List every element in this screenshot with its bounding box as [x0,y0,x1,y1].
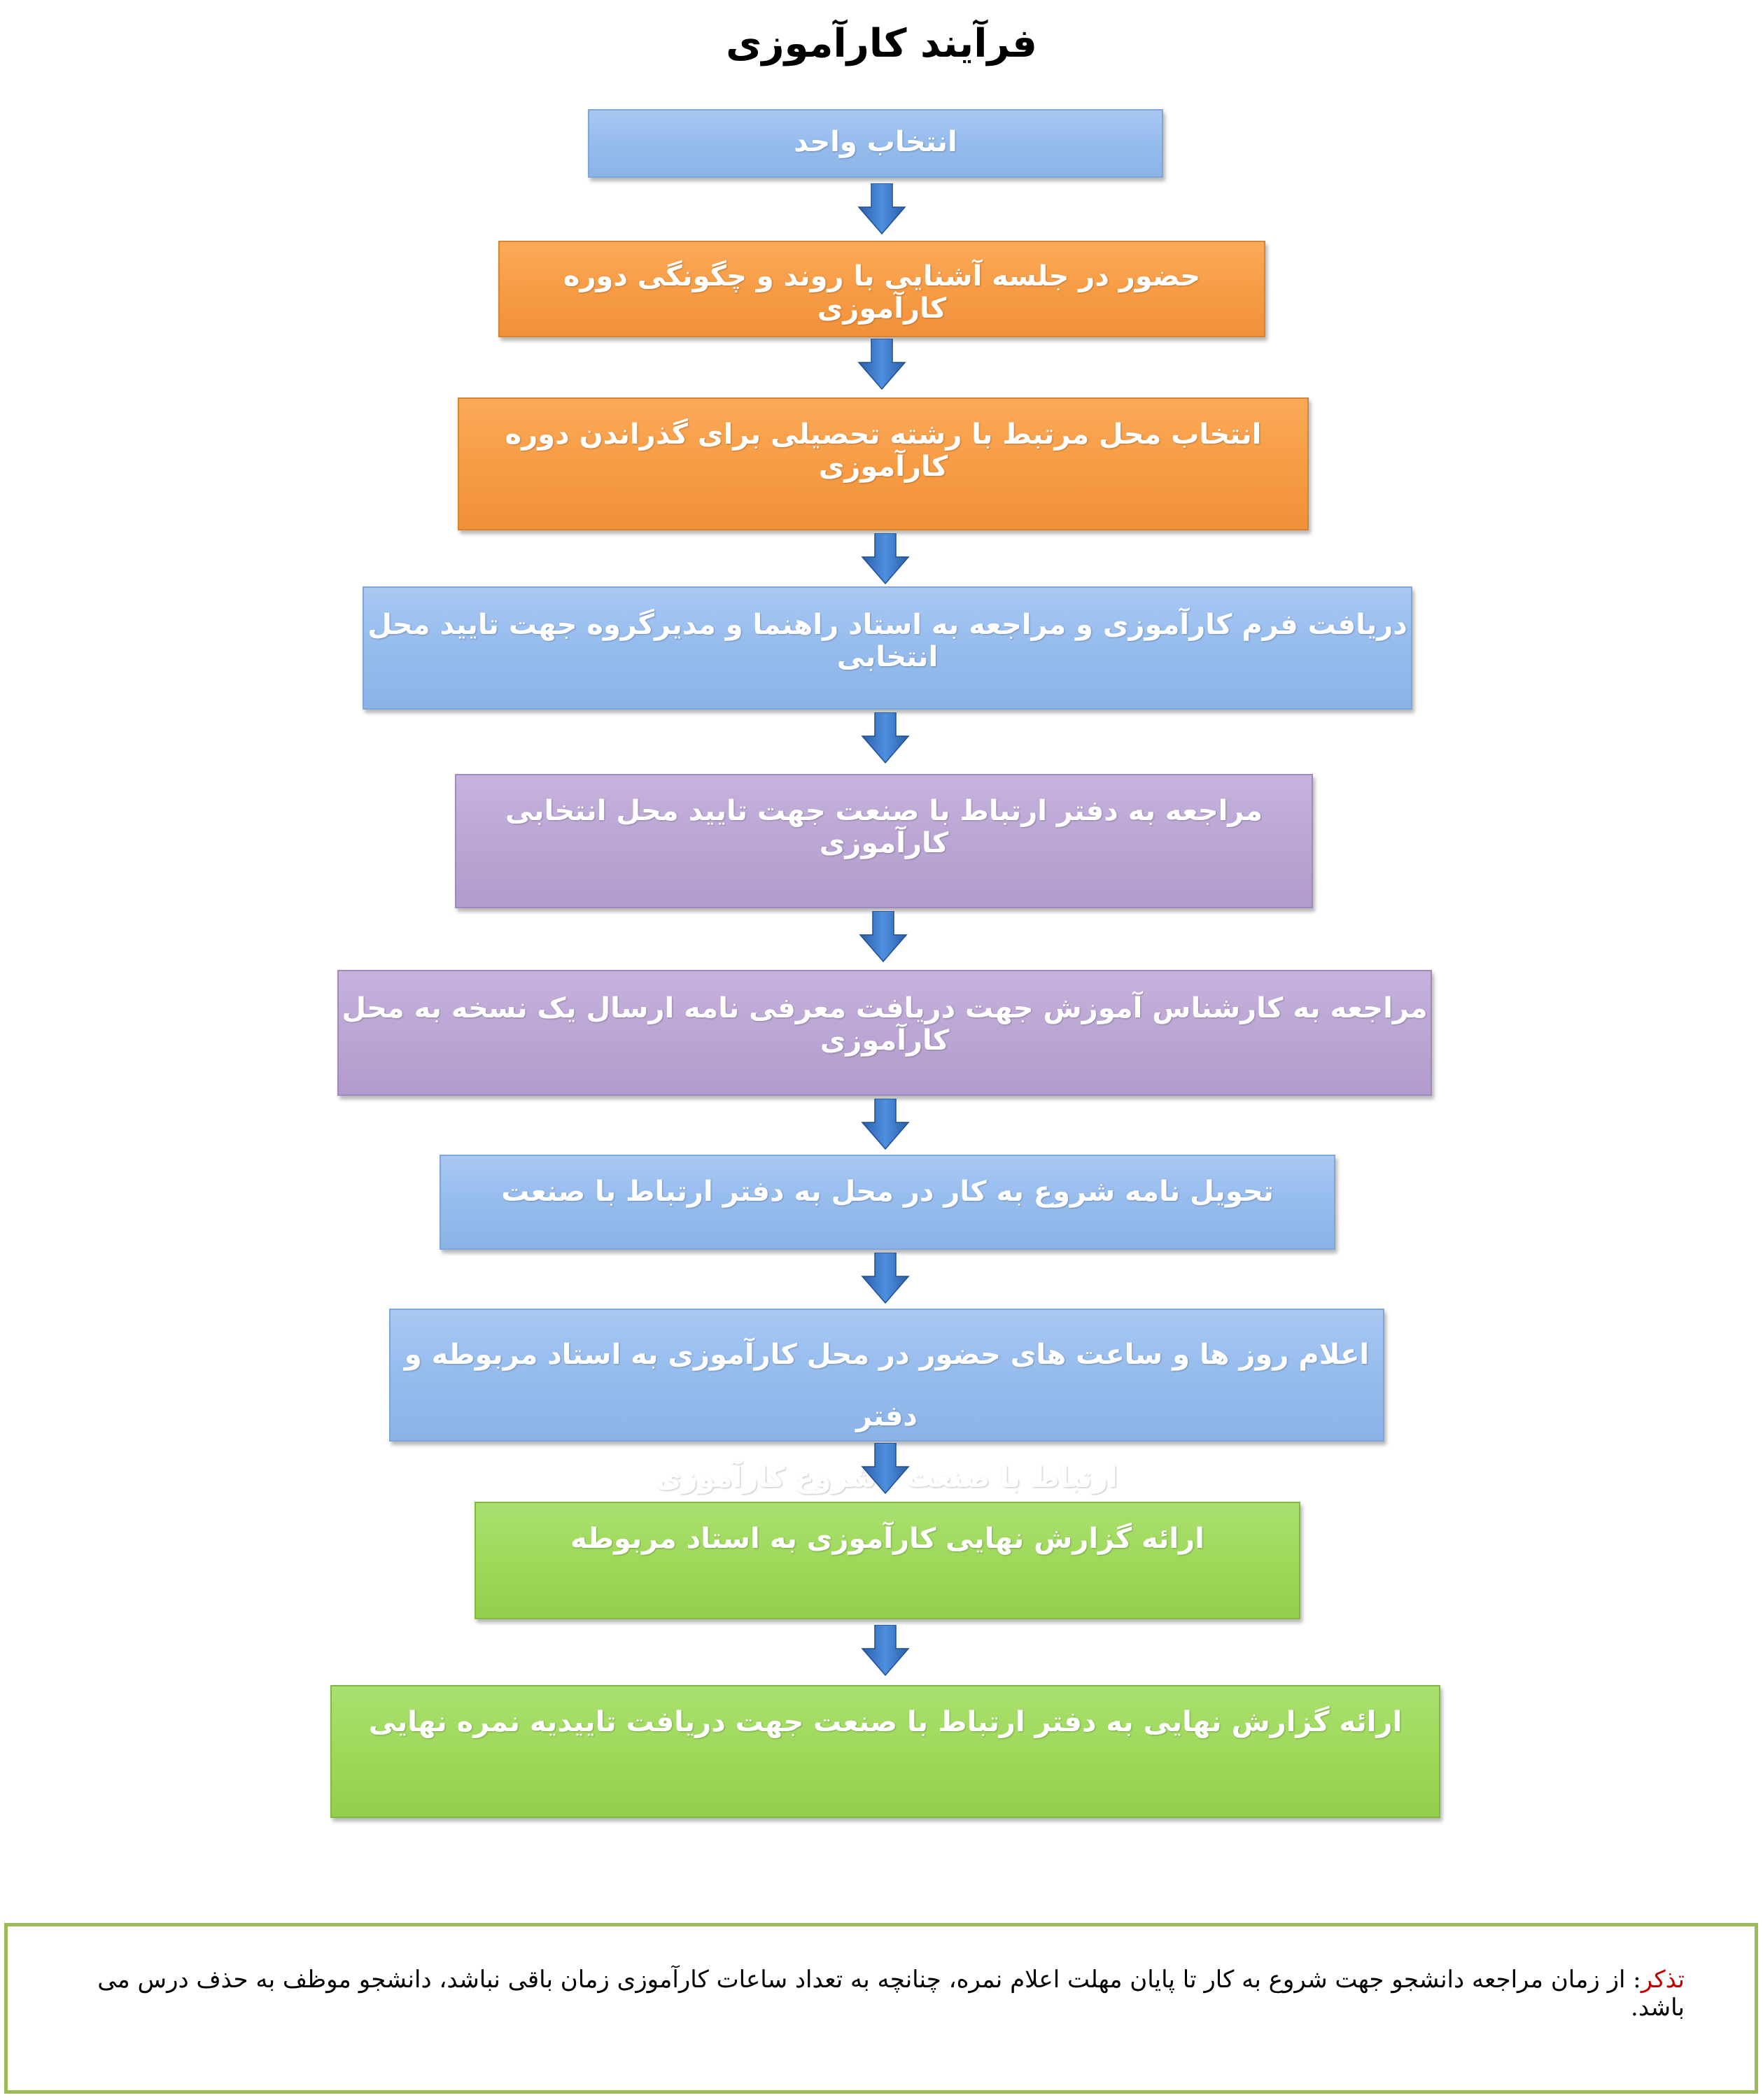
step-label: مراجعه به دفتر ارتباط با صنعت جهت تایید … [505,795,1263,859]
step-label: مراجعه به کارشناس آموزش جهت دریافت معرفی… [342,992,1428,1057]
step-label: ارائه گزارش نهایی به دفتر ارتباط با صنعت… [368,1706,1403,1738]
page-title: فرآیند کارآموزی [726,21,1037,66]
step-label: تحویل نامه شروع به کار در محل به دفتر ار… [501,1176,1274,1208]
step-announce-schedule: اعلام روز ها و ساعت های حضور در محل کارآ… [389,1309,1384,1494]
step-label: ارائه گزارش نهایی کارآموزی به استاد مربو… [570,1523,1204,1555]
step-label: انتخاب محل مرتبط با رشته تحصیلی برای گذر… [505,418,1262,483]
arrow-down-icon [859,911,908,963]
arrow-down-icon [861,1253,910,1304]
arrow-down-icon [857,183,906,235]
note-box: تذکر: از زمان مراجعه دانشجو جهت شروع به … [4,1923,1758,2094]
arrow-down-icon [861,712,910,764]
step-receive-form: دریافت فرم کارآموزی و مراجعه به استاد را… [363,586,1412,710]
step-industry-office: مراجعه به دفتر ارتباط با صنعت جهت تایید … [455,774,1313,908]
step-deliver-start-letter: تحویل نامه شروع به کار در محل به دفتر ار… [440,1155,1335,1250]
step-orientation-session: حضور در جلسه آشنایی با روند و چگونگی دور… [498,241,1265,337]
step-label: انتخاب واحد [794,126,957,158]
step-final-report-professor: ارائه گزارش نهایی کارآموزی به استاد مربو… [475,1502,1300,1619]
step-label: حضور در جلسه آشنایی با روند و چگونگی دور… [563,260,1201,325]
arrow-down-icon [861,1625,910,1677]
step-final-report-office: ارائه گزارش نهایی به دفتر ارتباط با صنعت… [330,1685,1440,1818]
step-education-expert: مراجعه به کارشناس آموزش جهت دریافت معرفی… [337,970,1432,1096]
note-text: : از زمان مراجعه دانشجو جهت شروع به کار … [97,1966,1685,2022]
arrow-down-icon [857,339,906,390]
step-select-course: انتخاب واحد [588,109,1163,178]
step-label: دریافت فرم کارآموزی و مراجعه به استاد را… [367,609,1407,673]
step-select-location: انتخاب محل مرتبط با رشته تحصیلی برای گذر… [458,397,1309,530]
arrow-down-icon [861,1443,910,1495]
arrow-down-icon [861,1099,910,1150]
arrow-down-icon [861,533,910,585]
note-lead: تذکر [1641,1966,1685,1994]
step-label-line1: اعلام روز ها و ساعت های حضور در محل کارآ… [404,1339,1370,1432]
